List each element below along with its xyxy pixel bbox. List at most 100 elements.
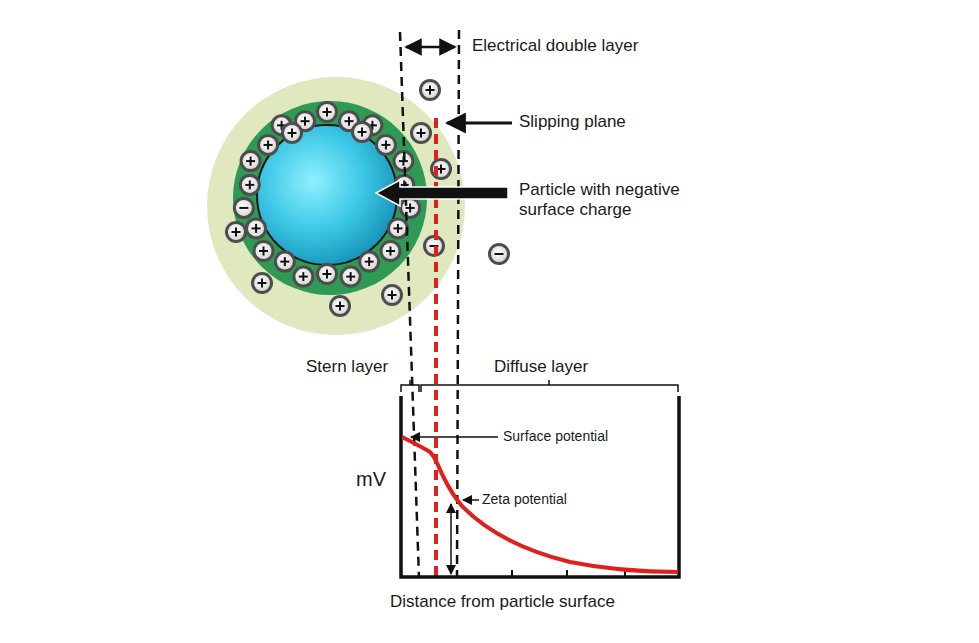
ion-shell: [245, 217, 267, 239]
ion-core: [254, 275, 270, 291]
sign-bar: [326, 108, 328, 117]
cation: [340, 266, 362, 288]
sign-bar: [350, 272, 352, 281]
ion-shell: [329, 295, 351, 317]
cation: [329, 295, 351, 317]
cation: [430, 158, 452, 180]
ion-shell: [381, 284, 403, 306]
sign-bar: [239, 207, 248, 209]
sign-bar: [348, 117, 350, 126]
ion-shell: [375, 134, 397, 156]
sign-bar: [339, 302, 341, 311]
sign-bar: [389, 247, 391, 256]
cation: [240, 150, 262, 172]
sign-bar: [420, 129, 422, 138]
ion-shell: [281, 122, 303, 144]
ion-shell: [274, 251, 296, 273]
region-label: Diffuse layer: [494, 357, 588, 377]
axis-label: Distance from particle surface: [390, 592, 615, 612]
ion-shell: [430, 158, 452, 180]
cation: [316, 101, 338, 123]
cation: [399, 197, 421, 219]
ion-group: [225, 79, 510, 317]
ion-core: [319, 266, 335, 282]
ion-shell: [488, 243, 510, 265]
magnitude-arrow: [450, 504, 452, 574]
ion-core: [243, 153, 259, 169]
diffuse-region: [207, 77, 465, 335]
ion-core: [319, 104, 335, 120]
cation: [253, 240, 275, 262]
sign-bar: [409, 203, 411, 212]
ion-shell: [379, 240, 401, 262]
cation: [292, 266, 314, 288]
ion-core: [491, 246, 507, 262]
curve-label: Surface potential: [503, 428, 608, 445]
ion-core: [390, 220, 406, 236]
leader-arrow: [447, 122, 512, 125]
sign-bar: [284, 257, 286, 266]
ion-shell: [340, 266, 362, 288]
ion-core: [256, 243, 272, 259]
sign-bar: [255, 224, 257, 233]
tick: [511, 570, 513, 577]
ion-shell: [239, 174, 261, 196]
sign-bar: [368, 257, 370, 266]
sign-bar: [302, 272, 304, 281]
cation: [281, 122, 303, 144]
ion-core: [248, 220, 264, 236]
sign-bar: [263, 247, 265, 256]
cation: [419, 79, 441, 101]
leader-arrow: [376, 180, 508, 206]
callout-label: Slipping plane: [519, 112, 626, 132]
double-layer-boundary: [457, 30, 459, 578]
cation: [375, 134, 397, 156]
stern-boundary: [400, 32, 419, 578]
ion-core: [361, 254, 377, 270]
ion-shell: [316, 263, 338, 285]
cation: [257, 134, 279, 156]
sign-bar: [261, 279, 263, 288]
plot-frame: [401, 396, 679, 577]
ion-shell: [251, 272, 273, 294]
tick: [566, 570, 568, 577]
ion-shell: [316, 101, 338, 123]
sign-bar: [249, 180, 251, 189]
ion-core: [354, 124, 370, 140]
ion-core: [228, 224, 244, 240]
region-label: Stern layer: [306, 357, 388, 377]
curve-label: Zeta potential: [482, 491, 567, 508]
cation: [251, 272, 273, 294]
anion: [233, 197, 255, 219]
cation: [245, 217, 267, 239]
ion-core: [384, 287, 400, 303]
ion-core: [343, 269, 359, 285]
cation: [239, 174, 261, 196]
cation: [316, 263, 338, 285]
sign-bar: [397, 224, 399, 233]
leader-arrow: [411, 436, 498, 438]
leader-arrow: [463, 499, 479, 501]
sign-bar: [267, 140, 269, 149]
ion-core: [413, 125, 429, 141]
ion-core: [284, 125, 300, 141]
sign-bar: [291, 129, 293, 138]
ion-shell: [399, 197, 421, 219]
potential-curve: [402, 437, 678, 572]
sign-bar: [385, 140, 387, 149]
ion-shell: [351, 121, 373, 143]
ion-core: [332, 298, 348, 314]
particle: [257, 125, 397, 265]
sign-bar: [235, 228, 237, 237]
sign-bar: [429, 86, 431, 95]
ion-shell: [358, 251, 380, 273]
sign-bar: [495, 253, 504, 255]
ion-core: [277, 254, 293, 270]
sign-bar: [326, 270, 328, 279]
ion-core: [402, 200, 418, 216]
ion-core: [260, 137, 276, 153]
ion-core: [242, 177, 258, 193]
bracket: [401, 380, 419, 392]
